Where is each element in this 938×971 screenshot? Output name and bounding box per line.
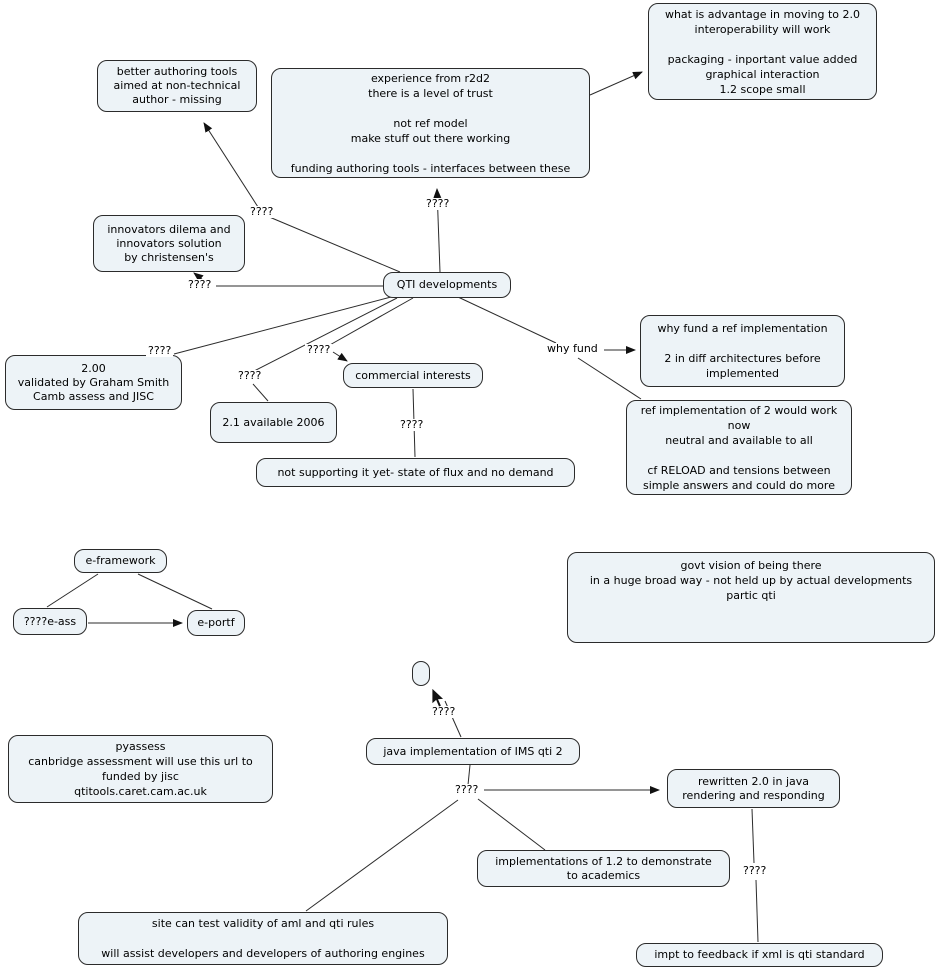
- connector-label10-sitetest: [305, 799, 459, 912]
- connector-label10-impl12: [477, 798, 546, 851]
- link-label-javaimpl-pill[interactable]: ????: [430, 705, 458, 718]
- node-e-framework[interactable]: e-framework: [74, 549, 167, 573]
- node-qti-developments[interactable]: QTI developments: [383, 272, 511, 298]
- node-innovators-dilema[interactable]: innovators dilema and innovators solutio…: [93, 215, 245, 272]
- link-label-commercial-notsupporting[interactable]: ????: [398, 418, 426, 431]
- connector-qti-label1: [266, 215, 401, 273]
- node-java-implementation-qti2-label: java implementation of IMS qti 2: [383, 744, 563, 758]
- connector-eframework-eass: [46, 573, 99, 608]
- link-label-qti-innovators[interactable]: ????: [186, 278, 214, 291]
- connector-label5-v21: [252, 383, 269, 402]
- node-impt-to-feedback[interactable]: impt to feedback if xml is qti standard: [636, 943, 883, 967]
- node-commercial-interests[interactable]: commercial interests: [343, 363, 483, 388]
- connector-qti-whyfund-label: [457, 296, 557, 344]
- mouse-cursor: [431, 687, 445, 708]
- connector-label3-innovators: [193, 272, 204, 282]
- connector-qti-v200: [173, 296, 392, 355]
- node-pyassess[interactable]: pyassess canbridge assessment will use t…: [8, 735, 273, 803]
- node-experience-from-r2d2-label: experience from r2d2 there is a level of…: [290, 71, 571, 175]
- node-2-1-available-2006[interactable]: 2.1 available 2006: [210, 402, 337, 443]
- node-2-00-validated-label: 2.00 validated by Graham Smith Camb asse…: [17, 361, 170, 403]
- node-2-1-available-2006-label: 2.1 available 2006: [222, 415, 325, 429]
- connector-whyfund-label-refimpl: [577, 357, 642, 400]
- node-qti-developments-label: QTI developments: [396, 278, 498, 291]
- node-innovators-dilema-label: innovators dilema and innovators solutio…: [107, 222, 231, 264]
- node-e-portf-label: e-portf: [197, 616, 235, 629]
- node-why-fund-ref-implementation[interactable]: why fund a ref implementation 2 in diff …: [640, 315, 845, 387]
- node-govt-vision-label: govt vision of being there in a huge bro…: [589, 559, 913, 602]
- connector-rewritten-label11: [751, 808, 755, 864]
- node-e-ass[interactable]: ????e-ass: [13, 608, 87, 635]
- node-e-framework-label: e-framework: [85, 554, 156, 567]
- link-label-qti-commercial[interactable]: ????: [305, 343, 333, 356]
- node-implementations-of-1-2-label: implementations of 1.2 to demonstrate to…: [495, 854, 712, 882]
- node-rewritten-2-in-java[interactable]: rewritten 2.0 in java rendering and resp…: [667, 769, 840, 808]
- node-e-ass-label: ????e-ass: [23, 614, 77, 628]
- link-label-qti-experience[interactable]: ????: [424, 197, 452, 210]
- link-label-javaimpl-branches[interactable]: ????: [453, 783, 481, 796]
- connector-javaimpl-label10: [467, 764, 471, 786]
- node-ref-implementation-of-2[interactable]: ref implementation of 2 would work now n…: [626, 400, 852, 495]
- node-java-implementation-qti2[interactable]: java implementation of IMS qti 2: [366, 738, 580, 765]
- node-better-authoring-tools[interactable]: better authoring tools aimed at non-tech…: [97, 60, 257, 112]
- node-site-can-test-validity-label: site can test validity of aml and qti ru…: [101, 917, 425, 960]
- node-govt-vision[interactable]: govt vision of being there in a huge bro…: [567, 552, 935, 643]
- connector-experience-advantage: [589, 71, 643, 96]
- node-2-00-validated[interactable]: 2.00 validated by Graham Smith Camb asse…: [5, 355, 182, 410]
- connector-eframework-eportf: [137, 573, 213, 610]
- node-not-supporting-it-yet[interactable]: not supporting it yet- state of flux and…: [256, 458, 575, 487]
- node-impt-to-feedback-label: impt to feedback if xml is qti standard: [654, 948, 865, 961]
- link-label-qti-v21[interactable]: ????: [236, 369, 264, 382]
- connector-label1-better-authoring: [203, 122, 259, 208]
- link-label-qti-v200[interactable]: ????: [146, 344, 174, 357]
- node-why-fund-ref-implementation-label: why fund a ref implementation 2 in diff …: [657, 322, 828, 380]
- node-better-authoring-tools-label: better authoring tools aimed at non-tech…: [113, 65, 241, 106]
- node-e-portf[interactable]: e-portf: [187, 610, 245, 636]
- node-advantage-moving-to-2[interactable]: what is advantage in moving to 2.0 inter…: [648, 3, 877, 100]
- link-label-why-fund[interactable]: why fund: [545, 342, 600, 355]
- node-implementations-of-1-2[interactable]: implementations of 1.2 to demonstrate to…: [477, 850, 730, 887]
- node-advantage-moving-to-2-label: what is advantage in moving to 2.0 inter…: [664, 7, 861, 96]
- node-ref-implementation-of-2-label: ref implementation of 2 would work now n…: [640, 403, 838, 492]
- connector-label6-commercial: [332, 351, 348, 362]
- node-not-supporting-it-yet-label: not supporting it yet- state of flux and…: [277, 465, 554, 479]
- node-rewritten-2-in-java-label: rewritten 2.0 in java rendering and resp…: [682, 774, 825, 802]
- node-pyassess-label: pyassess canbridge assessment will use t…: [28, 740, 253, 798]
- connector-qti-label6: [327, 297, 414, 347]
- node-site-can-test-validity[interactable]: site can test validity of aml and qti ru…: [78, 912, 448, 965]
- node-empty-pill[interactable]: [412, 661, 430, 686]
- link-label-rewritten-imptfeedback[interactable]: ????: [741, 864, 769, 877]
- node-commercial-interests-label: commercial interests: [355, 368, 471, 382]
- connector-label11-imptfeedback: [755, 879, 759, 943]
- node-experience-from-r2d2[interactable]: experience from r2d2 there is a level of…: [271, 68, 590, 178]
- connector-qti-label5: [253, 297, 398, 372]
- link-label-qti-better-authoring[interactable]: ????: [248, 205, 276, 218]
